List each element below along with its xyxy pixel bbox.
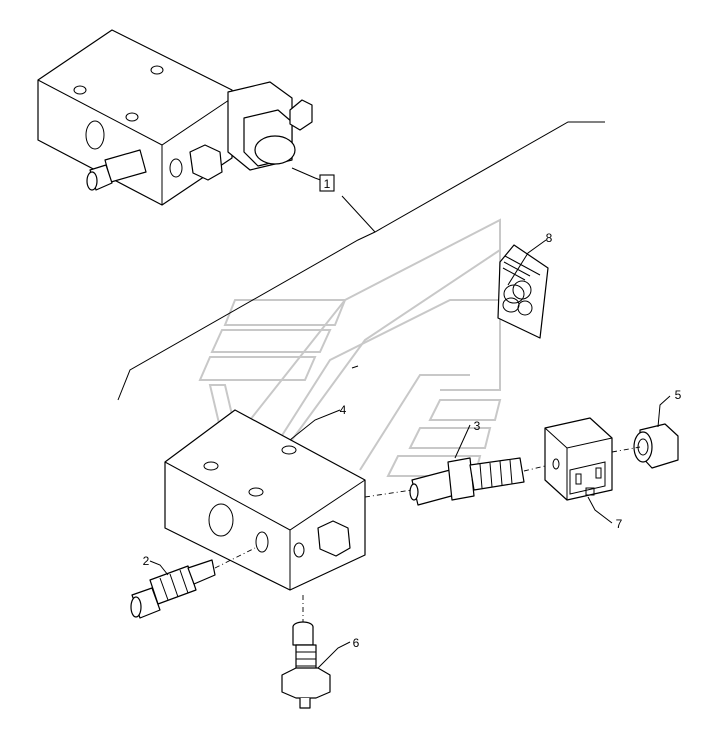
callout-1-label: 1	[324, 177, 331, 191]
solenoid-coil	[544, 417, 613, 501]
watermark-logo	[198, 218, 502, 477]
manifold-block	[164, 409, 366, 591]
callout-4-label: 4	[340, 403, 347, 417]
valve-assembly-top	[37, 29, 313, 206]
callout-1: 1	[319, 174, 335, 192]
callout-7-label: 7	[616, 517, 623, 531]
plug-valve	[281, 621, 331, 709]
group-divider-lines	[117, 121, 605, 401]
seal-kit-bag	[497, 244, 549, 339]
relief-valve	[130, 559, 216, 619]
callout-5-label: 5	[675, 388, 682, 402]
callout-6-label: 6	[353, 636, 360, 650]
callout-8-label: 8	[546, 231, 553, 245]
callout-3-label: 3	[474, 419, 481, 433]
cartridge-valve	[409, 457, 525, 506]
coil-nut	[633, 423, 679, 469]
assembly-centerlines	[214, 446, 641, 622]
callout-2-label: 2	[143, 554, 150, 568]
